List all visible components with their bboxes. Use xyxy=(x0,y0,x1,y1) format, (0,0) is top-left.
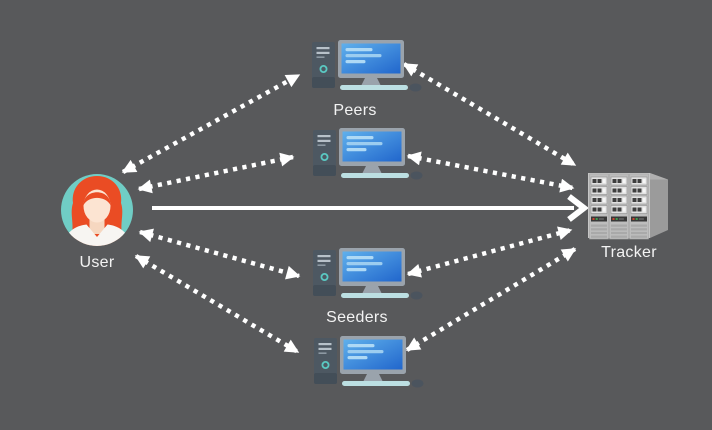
tracker-label: Tracker xyxy=(601,244,657,261)
seeder1-computer-icon xyxy=(312,247,424,301)
edge-user-seeder2 xyxy=(134,254,300,354)
seeders-label: Seeders xyxy=(326,309,388,326)
edge-user-peer2 xyxy=(137,152,295,194)
edge-peer1-tracker xyxy=(402,62,577,167)
seeder2-computer-icon xyxy=(313,335,425,389)
edge-user-peer1 xyxy=(121,73,301,174)
solid-arrowhead-icon xyxy=(567,194,589,222)
edge-peer2-tracker xyxy=(406,151,575,193)
edge-seeder2-tracker xyxy=(405,247,577,352)
user-label: User xyxy=(79,254,115,271)
edge-user-tracker-solid xyxy=(152,194,589,222)
tracker-server-icon xyxy=(588,173,668,239)
peers-label: Peers xyxy=(333,102,377,119)
user-avatar-icon xyxy=(60,174,134,248)
edge-seeder1-tracker xyxy=(406,226,573,278)
edges-group xyxy=(121,62,577,354)
peer2-computer-icon xyxy=(312,127,424,181)
edge-user-seeder1 xyxy=(138,228,301,280)
